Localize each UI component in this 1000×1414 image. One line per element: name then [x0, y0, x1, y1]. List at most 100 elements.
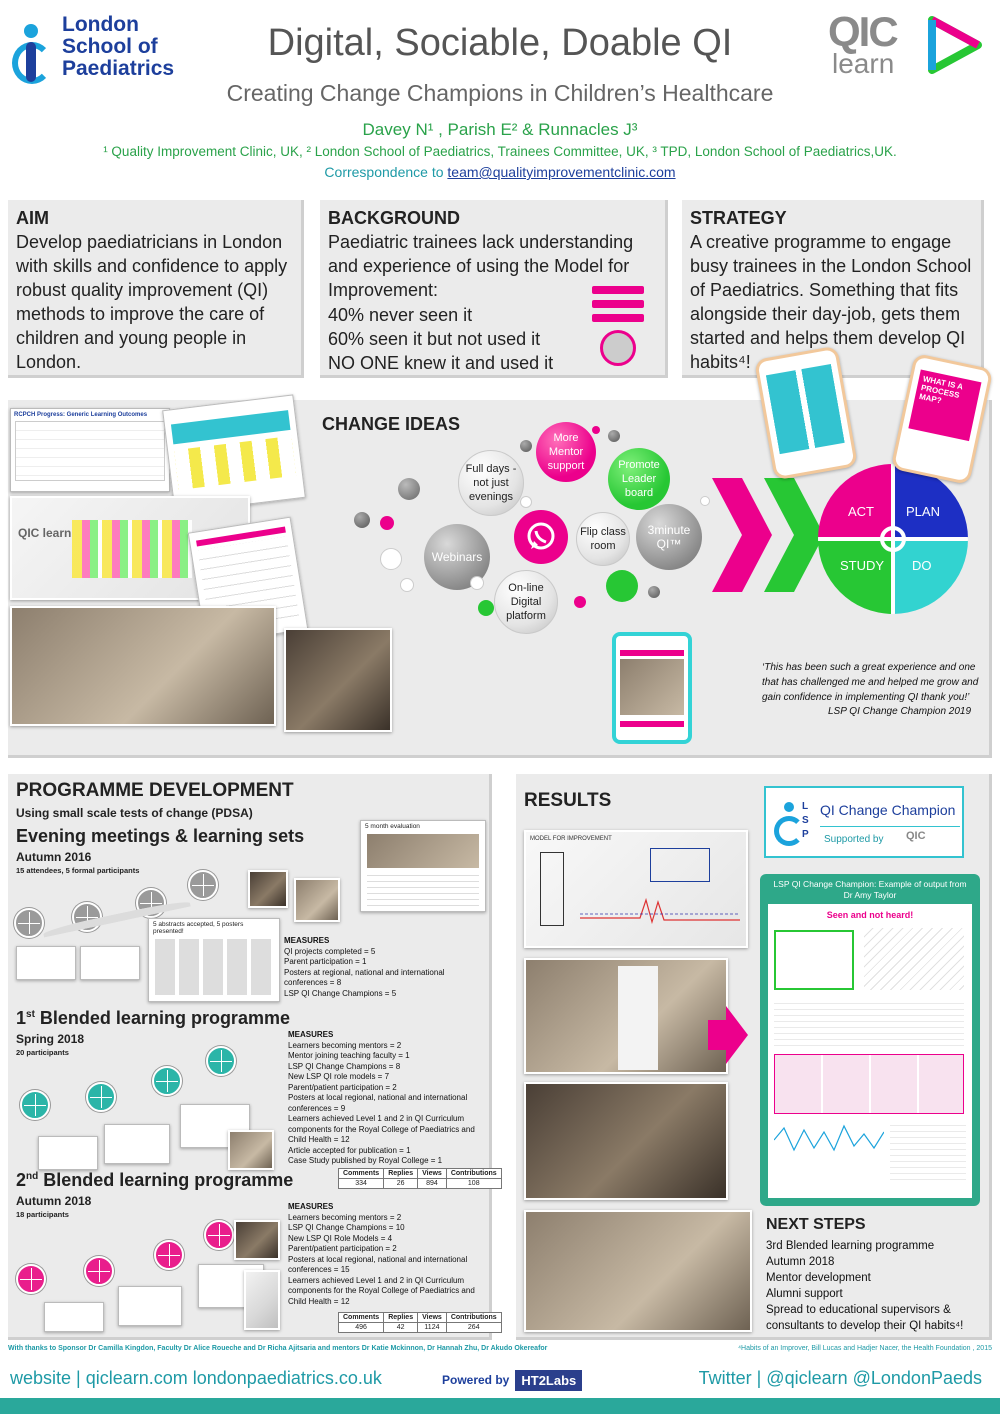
champion-quote-attribution: LSP QI Change Champion 2019 [828, 706, 972, 717]
correspondence: Correspondence to team@qualityimprovemen… [324, 164, 676, 180]
bubble-3minute-qi: 3minute QI™ [636, 504, 702, 570]
ht2labs-logo: HT2Labs [515, 1369, 583, 1391]
first-blended-title: 1st Blended learning programme [16, 1008, 290, 1028]
pdsa-act [818, 464, 893, 539]
background-line1: Paediatric trainees lack understanding a… [328, 232, 634, 300]
evening-term: Autumn 2016 [16, 850, 92, 864]
decor-dot [398, 478, 420, 500]
decor-dot [606, 570, 638, 602]
champions-with-posters-photo [524, 1210, 752, 1332]
champion-output-example: LSP QI Change Champion: Example of outpu… [760, 874, 980, 1206]
change-ideas-heading: CHANGE IDEAS [322, 414, 461, 434]
blended-photo [234, 1220, 280, 1260]
strategy-text: A creative programme to engage busy trai… [690, 232, 972, 372]
pdsa-icon [86, 1082, 116, 1112]
aim-heading: AIM [16, 208, 49, 228]
rcpch-outcomes-doc: RCPCH Progress: Generic Learning Outcome… [10, 408, 170, 492]
page-subtitle: Creating Change Champions in Children’s … [226, 80, 774, 106]
pdsa-study [818, 539, 893, 614]
footer-powered-by: Powered by HT2Labs [442, 1368, 583, 1392]
decor-dot [380, 516, 394, 530]
lsp-logo-icon [10, 24, 58, 84]
second-blended-participants: 18 participants [16, 1210, 69, 1219]
bubble-promote-leader-board: Promote Leader board [608, 448, 670, 510]
next-step-item: Alumni support [766, 1288, 843, 1300]
first-blended-term: Spring 2018 [16, 1032, 85, 1046]
pdsa-icon [152, 1066, 182, 1096]
strategy-heading: STRATEGY [690, 208, 787, 228]
affiliations: ¹ Quality Improvement Clinic, UK, ² Lond… [103, 144, 897, 159]
interactive-game-doc [80, 946, 140, 980]
tablet-mockup [612, 632, 692, 744]
programme-subheading: Using small scale tests of change (PDSA) [16, 806, 253, 820]
reference-text: ⁴Habits of an Improver, Bill Lucas and H… [738, 1345, 992, 1352]
second-blended-term: Autumn 2018 [16, 1194, 92, 1208]
qic-small-logo: QIC learn [18, 526, 72, 540]
first-blended-measures: MEASURES Learners becoming mentors = 2 M… [288, 1030, 475, 1165]
authors: Davey N¹ , Parish E² & Runnacles J³ [362, 120, 638, 139]
next-step-item: Mentor development [766, 1272, 871, 1284]
decor-dot [592, 426, 600, 434]
exhibition-stand-photo [524, 958, 728, 1074]
footer-twitter[interactable]: Twitter | @qiclearn @LondonPaeds [698, 1368, 982, 1388]
first-blended-participants: 20 participants [16, 1048, 69, 1057]
second-blended-title: 2nd Blended learning programme [16, 1170, 294, 1190]
champion-quote: ‘This has been such a great experience a… [762, 662, 979, 703]
background-panel: BACKGROUND Paediatric trainees lack unde… [320, 200, 668, 378]
next-step-item: Spread to educational supervisors & cons… [766, 1304, 964, 1332]
results-heading: RESULTS [524, 790, 612, 811]
aim-text: Develop paediatricians in London with sk… [16, 232, 288, 372]
example-run-chart [774, 1124, 884, 1152]
decor-dot [520, 440, 532, 452]
next-step-item: 3rd Blended learning programme [766, 1240, 935, 1252]
play-triangle-icon [928, 16, 982, 74]
decor-dot [380, 548, 402, 570]
footer-bar [0, 1398, 1000, 1414]
blended-course-doc [118, 1286, 182, 1326]
results-arrow-icon [708, 1006, 748, 1064]
lsp-badge-icon [774, 802, 810, 850]
group-photo [524, 1082, 728, 1200]
background-heading: BACKGROUND [328, 208, 460, 228]
decor-dot [520, 496, 532, 508]
blended-poster-photo [244, 1270, 280, 1330]
evening-title: Evening meetings & learning sets [16, 826, 305, 846]
evening-photo [248, 870, 288, 908]
lsp-logo-text: London School of Paediatrics [62, 13, 175, 80]
blended-photo [228, 1130, 274, 1170]
pdsa-icon [16, 1264, 46, 1294]
qic-learn-logo: QIC learn [828, 8, 988, 82]
aim-panel: AIM Develop paediatricians in London wit… [8, 200, 304, 378]
pdsa-icon [14, 908, 44, 938]
pdsa-icon [72, 902, 102, 932]
blended-course-doc [44, 1302, 104, 1332]
decor-dot [574, 596, 586, 608]
thanks-text: With thanks to Sponsor Dr Camilla Kingdo… [8, 1345, 548, 1352]
decor-dot [700, 496, 710, 506]
programme-heading: PROGRAMME DEVELOPMENT [16, 780, 294, 801]
decor-dot [470, 576, 484, 590]
model-for-improvement-diagram [582, 280, 658, 372]
example-poster-page: Seen and not heard! [768, 904, 972, 1198]
programme-panel: PROGRAMME DEVELOPMENT Using small scale … [8, 774, 502, 1340]
footer-website[interactable]: website | qiclearn.com londonpaediatrics… [10, 1368, 382, 1388]
correspondence-email-link[interactable]: team@qualityimprovementclinic.com [447, 164, 676, 180]
decor-dot [478, 600, 494, 616]
whatsapp-icon [514, 510, 568, 564]
decor-dot [400, 578, 414, 592]
next-step-item: Autumn 2018 [766, 1256, 835, 1268]
page-title: Digital, Sociable, Doable QI [267, 22, 733, 64]
evening-photo [294, 878, 340, 922]
abstracts-doc: 5 abstracts accepted, 5 posters presente… [148, 918, 280, 1002]
decor-dot [648, 586, 660, 598]
change-ideas-panel: CHANGE IDEAS RCPCH Progress: Generic Lea… [8, 345, 994, 758]
presenter-photo [284, 628, 392, 732]
pdsa-icon [188, 870, 218, 900]
decor-dot [354, 512, 370, 528]
background-line3: 60% seen it but not used it [328, 329, 541, 349]
pdsa-cycle-wheel: ACT PLAN STUDY DO [818, 464, 968, 614]
bubble-full-days: Full days - not just evenings [458, 450, 524, 516]
qic-learn-mini-logo: QIC [906, 830, 926, 842]
chevron-arrows-icon [712, 478, 824, 592]
